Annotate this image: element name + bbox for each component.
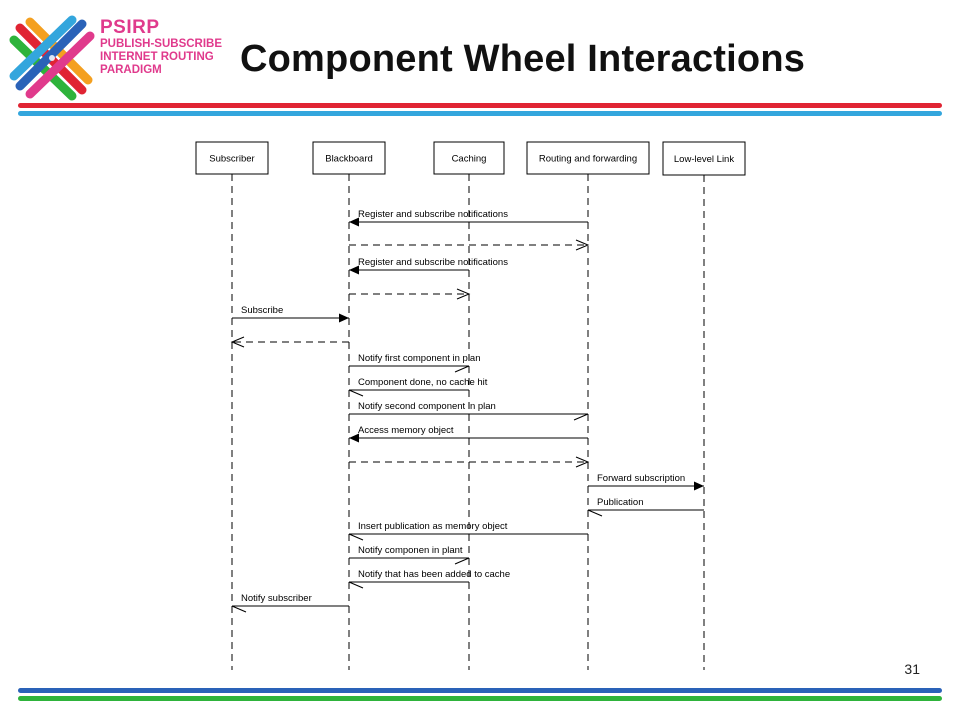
footer-bar-blue — [18, 688, 942, 693]
message-label-13: Insert publication as memory object — [358, 521, 508, 532]
participant-label-rf: Routing and forwarding — [539, 154, 637, 165]
participant-box-rf — [526, 141, 650, 175]
participant-box-cache — [433, 141, 505, 175]
message-label-16: Notify subscriber — [241, 593, 312, 604]
message-arrowhead-2 — [349, 265, 359, 275]
message-label-6: Notify first component in plan — [358, 353, 481, 364]
message-arrowhead-0 — [349, 217, 359, 227]
participant-box-lll — [662, 141, 746, 176]
message-arrowhead-3 — [456, 288, 471, 300]
message-label-12: Publication — [597, 497, 643, 508]
message-arrowhead-13 — [348, 533, 364, 541]
message-arrowhead-14 — [454, 557, 470, 565]
message-arrowhead-8 — [573, 413, 589, 421]
message-label-4: Subscribe — [241, 305, 283, 316]
logo-wordmark: PSIRP PUBLISH-SUBSCRIBE INTERNET ROUTING… — [100, 18, 222, 77]
message-arrowhead-5 — [230, 336, 245, 348]
footer-bar-green — [18, 696, 942, 701]
message-label-15: Notify that has been added to cache — [358, 569, 510, 580]
message-arrowhead-1 — [575, 239, 590, 251]
logo-line-3: PARADIGM — [100, 64, 162, 76]
message-label-2: Register and subscribe notifications — [358, 257, 508, 268]
message-label-9: Access memory object — [358, 425, 454, 436]
psirp-logo-icon — [9, 15, 95, 101]
message-label-11: Forward subscription — [597, 473, 685, 484]
participant-box-sub — [195, 141, 269, 175]
message-arrowhead-16 — [231, 605, 247, 613]
message-arrowhead-12 — [587, 509, 603, 517]
slide-title: Component Wheel Interactions — [240, 38, 806, 80]
message-arrowhead-4 — [339, 313, 349, 323]
logo-name: PSIRP — [100, 17, 160, 38]
message-arrowhead-9 — [349, 433, 359, 443]
slide-number: 31 — [904, 661, 920, 677]
message-arrowhead-6 — [454, 365, 470, 373]
message-arrowhead-7 — [348, 389, 364, 397]
participant-label-sub: Subscriber — [209, 154, 254, 165]
message-label-14: Notify componen in plant — [358, 545, 463, 556]
participant-label-bb: Blackboard — [325, 154, 373, 165]
header-bar-blue — [18, 111, 942, 116]
message-label-8: Notify second component in plan — [358, 401, 496, 412]
logo-line-2: INTERNET ROUTING — [100, 51, 214, 63]
participant-label-cache: Caching — [452, 154, 487, 165]
message-label-7: Component done, no cache hit — [358, 377, 488, 388]
header-bar-red — [18, 103, 942, 108]
participant-box-bb — [312, 141, 386, 175]
message-arrowhead-15 — [348, 581, 364, 589]
message-label-0: Register and subscribe notifications — [358, 209, 508, 220]
logo-line-1: PUBLISH-SUBSCRIBE — [100, 38, 223, 50]
message-arrowhead-11 — [694, 481, 704, 491]
message-arrowhead-10 — [575, 456, 590, 468]
participant-label-lll: Low-level Link — [674, 154, 734, 165]
